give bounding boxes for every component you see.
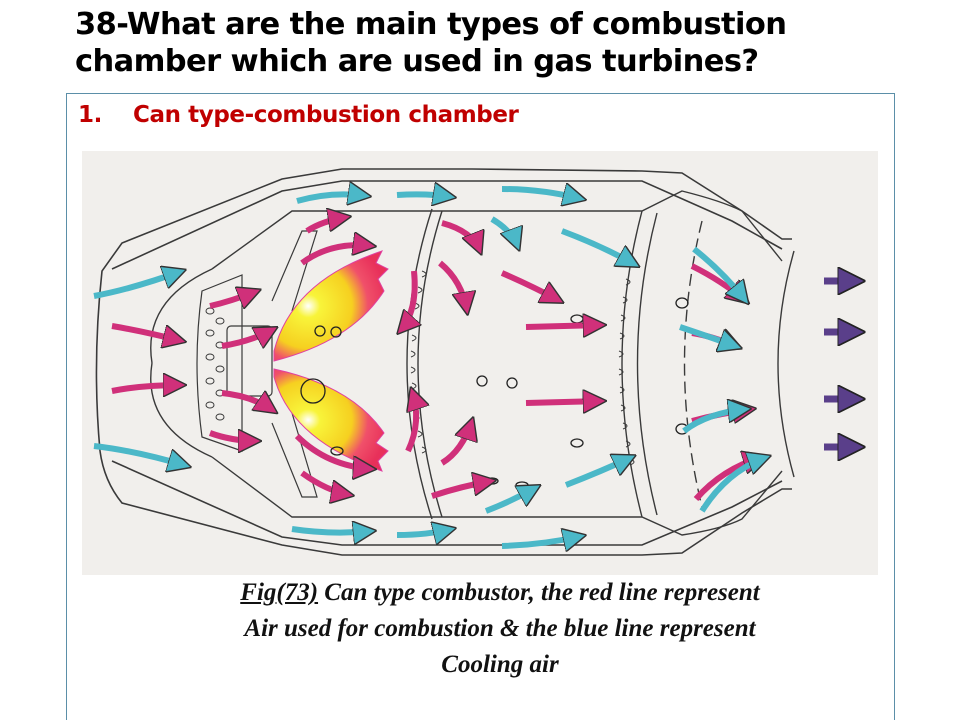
- section-heading-text: Can type-combustion chamber: [133, 102, 519, 128]
- caption-line-1-text: Can type combustor, the red line represe…: [318, 579, 760, 606]
- caption-line-3: Cooling air: [441, 651, 559, 678]
- swirler-assembly: [196, 230, 318, 498]
- cooling-air-arrows: [93, 189, 767, 546]
- swirler-holes: [205, 307, 225, 421]
- combustor-illustration: [93, 168, 878, 556]
- slide-title-line-2: chamber which are used in gas turbines?: [75, 44, 759, 79]
- figure-caption: Fig(73) Can type combustor, the red line…: [150, 575, 850, 683]
- section-heading: 1. Can type-combustion chamber: [78, 99, 519, 131]
- cooling-slots: [410, 260, 635, 466]
- outer-casing-outline: [95, 168, 792, 556]
- caption-line-2: Air used for combustion & the blue line …: [244, 615, 756, 642]
- combustion-air-arrows: [111, 217, 762, 499]
- flame-zones: [273, 250, 389, 472]
- exhaust-arrows: [824, 281, 860, 447]
- slide-title: 38-What are the main types of combustion…: [75, 6, 935, 80]
- figure-reference: Fig(73): [240, 579, 319, 606]
- caption-line-1: Fig(73) Can type combustor, the red line…: [150, 575, 850, 611]
- list-number: 1.: [78, 102, 102, 128]
- can-combustor-diagram: [82, 151, 878, 575]
- slide-title-line-1: 38-What are the main types of combustion: [75, 7, 787, 42]
